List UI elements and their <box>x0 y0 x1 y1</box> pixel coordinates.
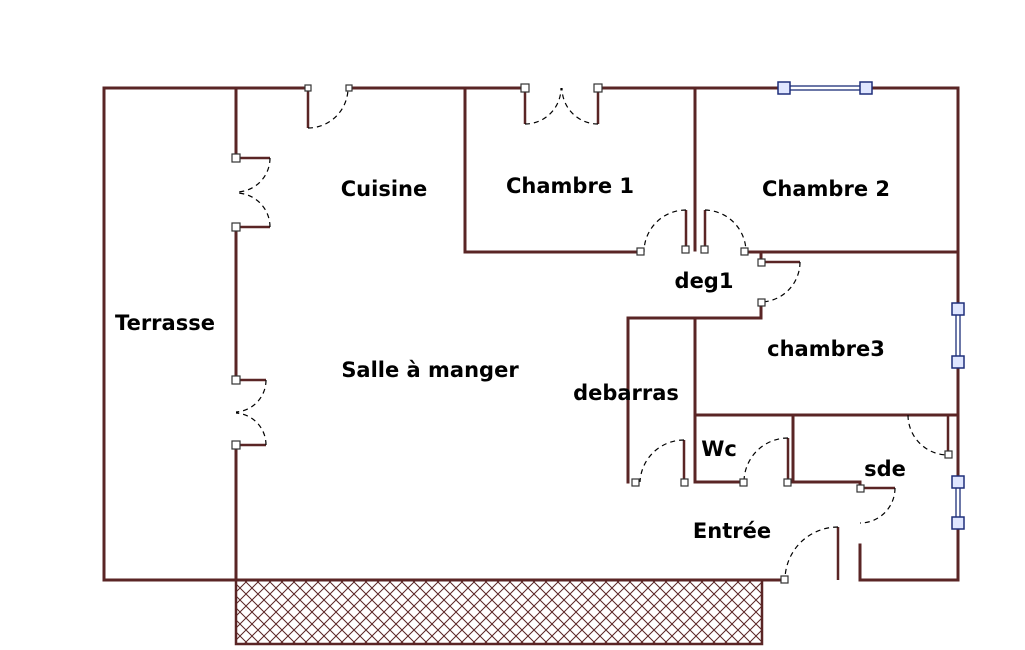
room-label-chambre-2: Chambre 2 <box>762 177 890 201</box>
room-label-terrasse: Terrasse <box>115 311 215 335</box>
doors <box>231 83 953 584</box>
hatched-exterior-area <box>234 578 764 646</box>
room-label-deg1: deg1 <box>675 269 734 293</box>
windows <box>777 81 965 530</box>
room-label-salle-a-manger: Salle à manger <box>341 358 519 382</box>
walls <box>102 86 960 582</box>
room-label-wc: Wc <box>701 437 737 461</box>
room-label-chambre-3: chambre3 <box>767 337 885 361</box>
room-label-debarras: debarras <box>573 381 679 405</box>
room-label-entree: Entrée <box>693 519 771 543</box>
room-label-chambre-1: Chambre 1 <box>506 174 634 198</box>
room-label-cuisine: Cuisine <box>341 177 427 201</box>
room-label-sde: sde <box>864 457 906 481</box>
